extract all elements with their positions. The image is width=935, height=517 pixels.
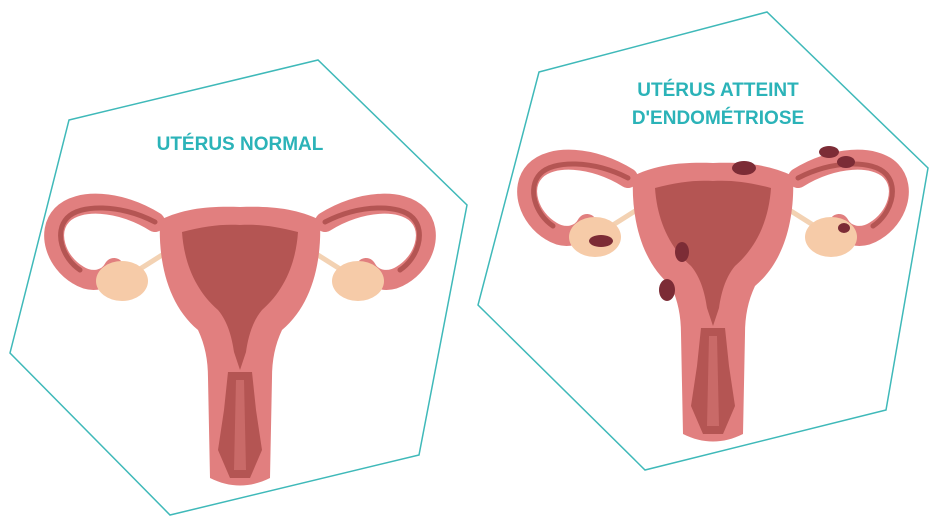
- lesion: [589, 235, 613, 247]
- panel-title-normal: UTÉRUS NORMAL: [157, 133, 324, 155]
- lesion: [732, 161, 756, 175]
- panel-title-endometriosis-line1: UTÉRUS ATTEINT: [637, 79, 799, 101]
- panel-title-endometriosis-line2: D'ENDOMÉTRIOSE: [632, 107, 804, 129]
- lesion: [675, 242, 689, 262]
- lesion: [819, 146, 839, 158]
- lesion: [838, 223, 850, 233]
- uterus-endometriosis-illustration: [527, 146, 899, 442]
- panel-normal: UTÉRUS NORMAL: [10, 60, 467, 515]
- lesion: [837, 156, 855, 168]
- panel-endometriosis: UTÉRUS ATTEINT D'ENDOMÉTRIOSE: [478, 12, 928, 470]
- lesion: [659, 279, 675, 301]
- uterus-normal-illustration: [54, 204, 426, 486]
